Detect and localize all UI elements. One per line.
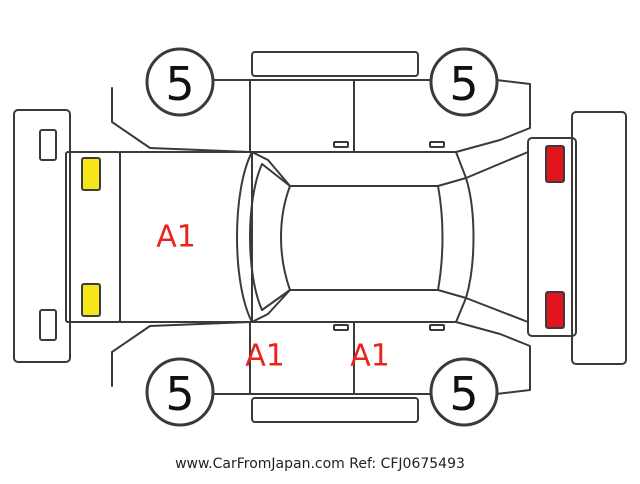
body-top-view	[65, 137, 577, 337]
roof-panel-bottom	[251, 397, 419, 423]
body-side-bottom	[111, 321, 531, 395]
tire-front-right-value: 5	[165, 367, 194, 421]
headlight-left	[81, 157, 101, 191]
reference-number: Ref: CFJ0675493	[349, 456, 465, 472]
tire-rear-left: 5	[429, 47, 499, 117]
taillight-left	[545, 145, 565, 183]
tire-rear-left-value: 5	[449, 57, 478, 111]
damage-mark-front-door: A1	[245, 339, 285, 374]
tire-front-left-value: 5	[165, 57, 194, 111]
damage-mark-rear-door: A1	[350, 339, 390, 374]
tire-rear-right-value: 5	[449, 367, 478, 421]
headlight-right	[81, 283, 101, 317]
source-site: www.CarFromJapan.com	[175, 456, 345, 472]
roof-panel-top	[251, 51, 419, 77]
front-bumper	[13, 109, 71, 363]
damage-mark-hood: A1	[156, 220, 196, 255]
rear-bumper	[571, 111, 627, 365]
taillight-right	[545, 291, 565, 329]
tire-front-right: 5	[145, 357, 215, 427]
tire-front-left: 5	[145, 47, 215, 117]
body-side-top	[111, 79, 531, 153]
tire-rear-right: 5	[429, 357, 499, 427]
watermark-footer: www.CarFromJapan.com Ref: CFJ0675493	[0, 456, 640, 472]
